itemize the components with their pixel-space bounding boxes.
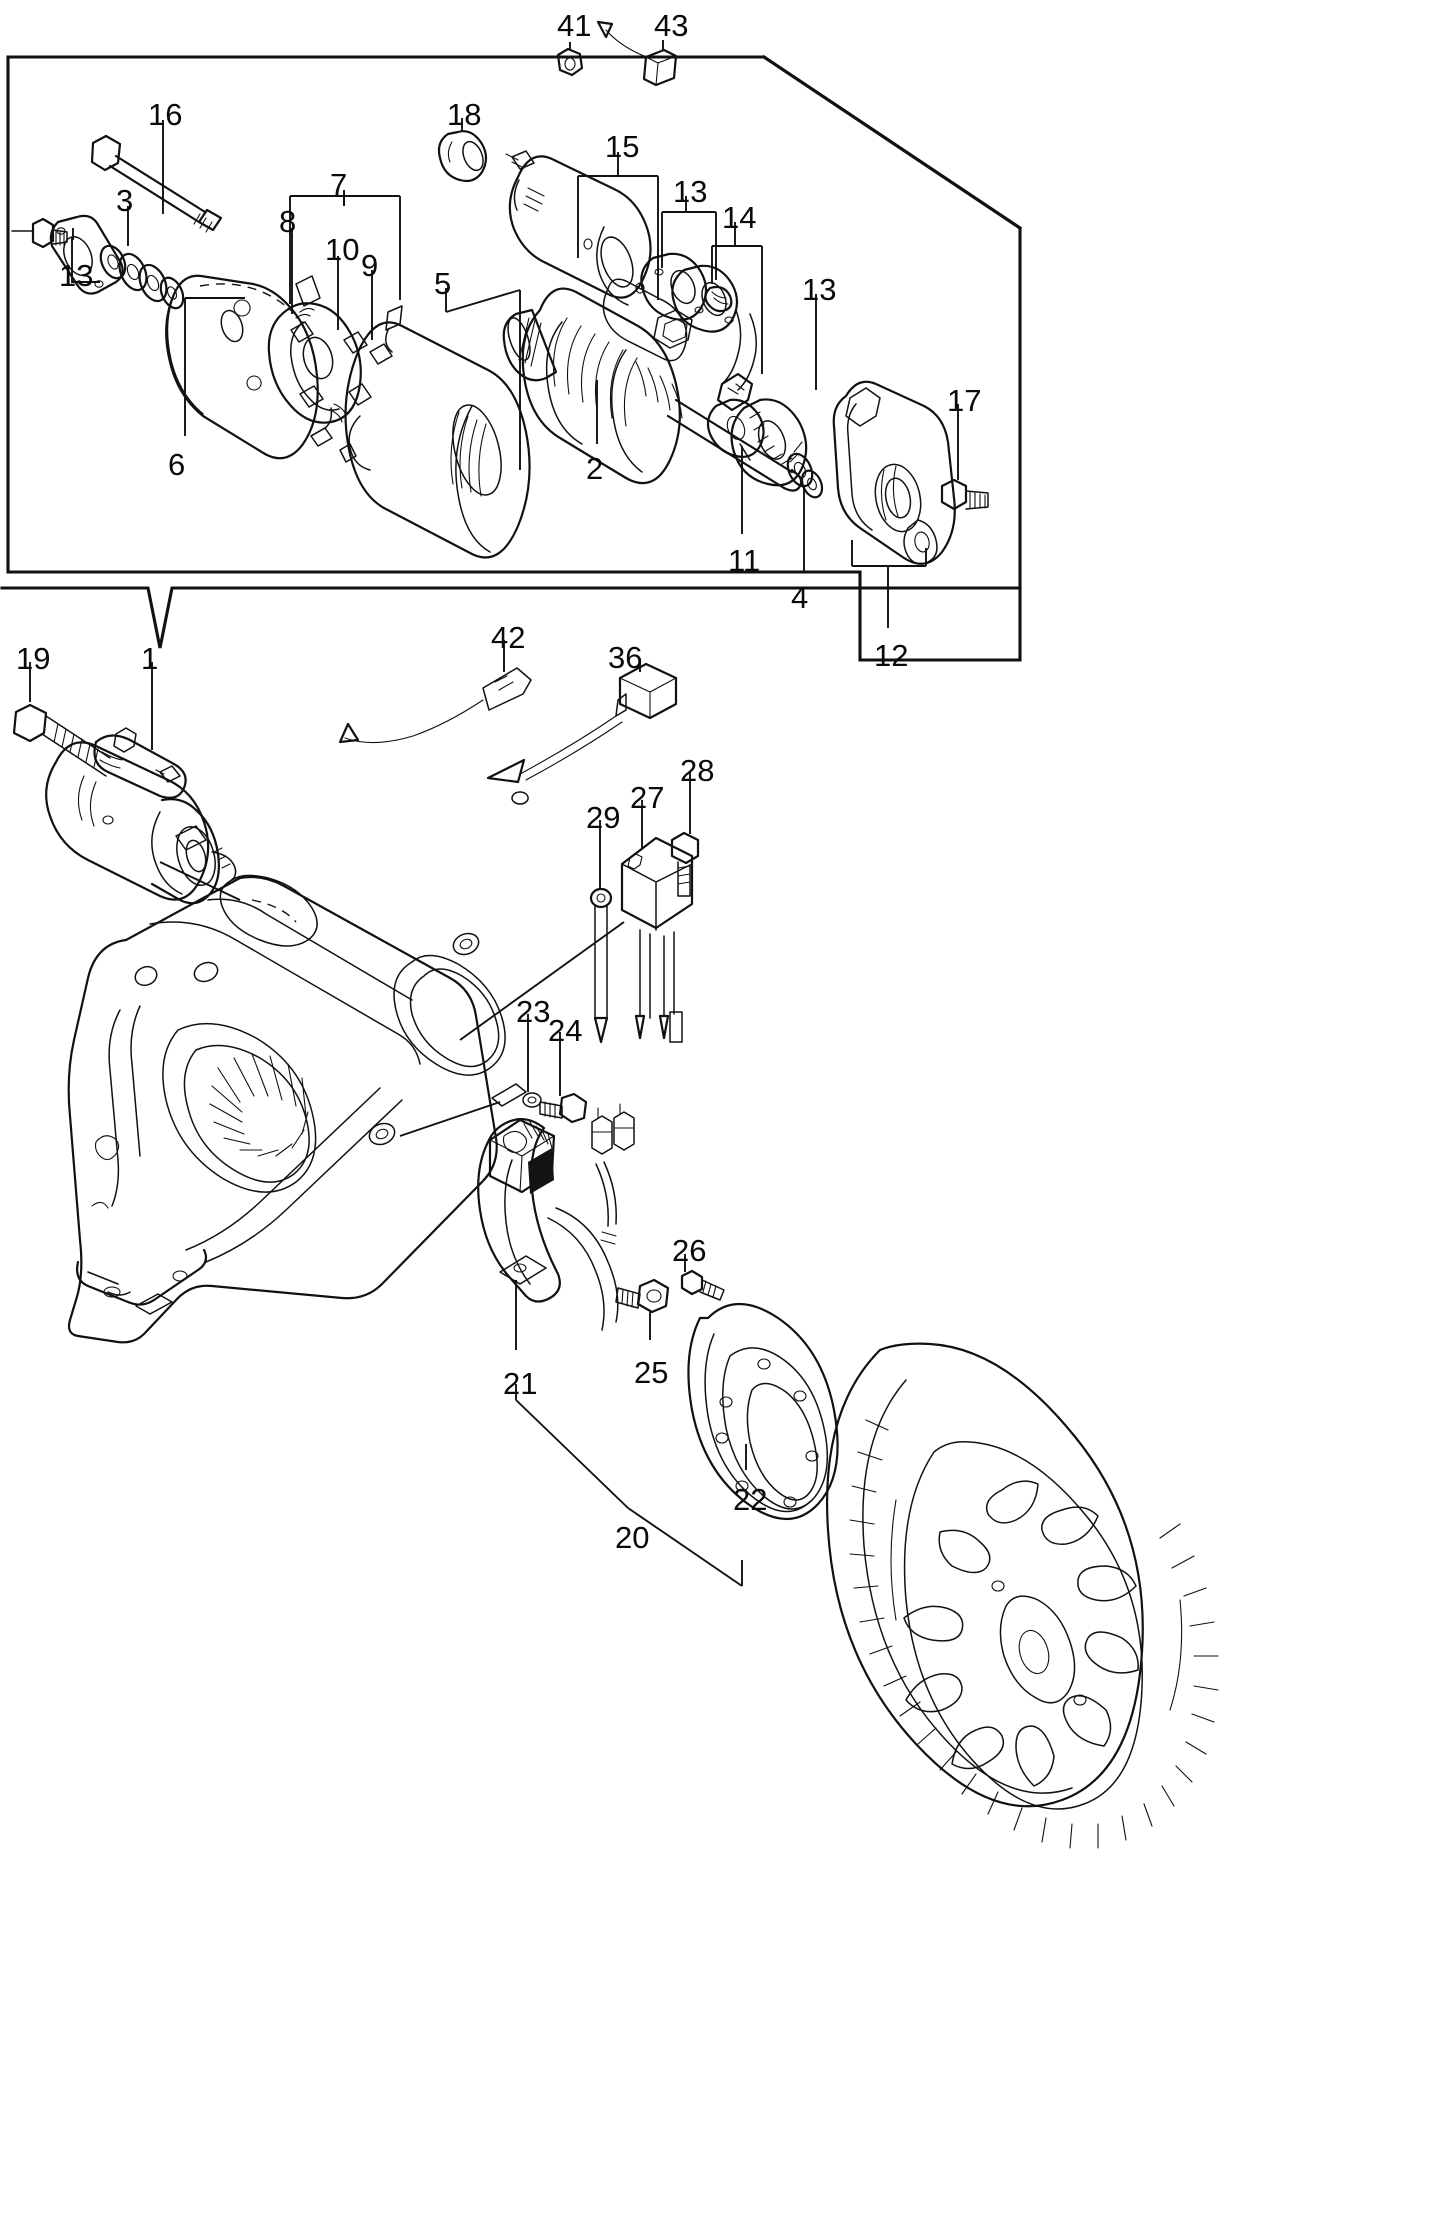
callout-22-flywheel-hub-pulley: 22 — [733, 1482, 768, 1517]
callout-11-overrunning-clutch-pinion: 11 — [728, 543, 761, 578]
callout-24-clamp-bolt: 24 — [548, 1013, 583, 1048]
part-14-shift-lever — [704, 285, 757, 412]
flywheel-ring-gear — [825, 1342, 1219, 1849]
callout-41-nut: 41 — [557, 8, 592, 43]
callout-15-magnetic-switch: 15 — [605, 129, 640, 164]
callout-12-drive-end-housing: 12 — [874, 638, 909, 673]
callout-1-starter-assembly: 1 — [141, 641, 159, 676]
callout-4-snap-ring-stopper: 4 — [791, 580, 809, 615]
engine-bellhousing — [67, 874, 506, 1344]
part-25-coil-bolt — [615, 1278, 670, 1314]
callout-2-armature: 2 — [586, 451, 604, 486]
part-18-dust-boot — [437, 130, 488, 183]
part-19-mounting-bolt — [12, 703, 111, 777]
callout-43-terminal-cap: 43 — [654, 8, 689, 43]
upper-panel-border-lower-right — [761, 54, 1023, 231]
part-13-packing-pair — [640, 252, 739, 333]
part-16-through-bolt — [90, 134, 223, 233]
part-23-coil-clamp — [491, 1083, 542, 1108]
callout-36-connector-harness: 36 — [608, 640, 643, 675]
part-43-terminal-cap — [596, 20, 678, 87]
callout-7-brush-holder: 7 — [330, 167, 348, 202]
callout-8-brush: 8 — [279, 204, 297, 239]
callout-13-packing: 13 — [802, 272, 837, 307]
part-12-drive-end-housing — [832, 380, 956, 565]
callout-17-housing-bolt: 17 — [947, 383, 982, 418]
callout-19-mounting-bolt: 19 — [16, 641, 51, 676]
part-24-clamp-bolt — [539, 1092, 588, 1124]
callout-3-washer-set: 3 — [116, 183, 134, 218]
callout-20-charge-coil-assembly: 20 — [615, 1520, 650, 1555]
part-28-regulator-bolt — [670, 831, 700, 897]
part-27-regulator-rectifier — [620, 836, 694, 1043]
part-3-washer-stack — [99, 244, 185, 310]
part-21-charge-coil — [477, 1103, 635, 1331]
part-41-nut — [556, 47, 584, 77]
callout-27-regulator-rectifier: 27 — [630, 780, 665, 815]
part-13-left-packing — [49, 214, 124, 295]
callout-13-packing: 13 — [673, 174, 708, 209]
part-22-flywheel-hub — [687, 1302, 839, 1521]
callout-6-rear-bracket: 6 — [168, 447, 186, 482]
lower-leader-lines — [29, 640, 747, 1587]
part-7-brush-holder — [267, 275, 372, 447]
callout-13-packing: 13 — [59, 258, 94, 293]
callout-14-plunger-spring: 14 — [722, 200, 757, 235]
upper-panel-border — [6, 55, 1022, 662]
part-29-regulator-screw — [589, 887, 613, 1044]
part-4-snap-ring — [786, 452, 824, 499]
callout-26-flywheel-bolt: 26 — [672, 1233, 707, 1268]
callout-42-lead-wire: 42 — [491, 620, 526, 655]
callout-10-brush-spring: 10 — [325, 232, 360, 267]
callout-5-yoke-field-frame: 5 — [434, 266, 452, 301]
part-11-overrunning-clutch — [706, 398, 808, 487]
part-26-flywheel-bolt — [680, 1269, 725, 1301]
callout-9-brush-screw: 9 — [361, 248, 379, 283]
part-42-lead-wire — [338, 667, 532, 744]
part-17-housing-bolt — [940, 478, 989, 511]
callout-29-regulator-screw: 29 — [586, 800, 621, 835]
upper-leader-lines — [71, 40, 959, 628]
callout-16-through-bolt: 16 — [148, 97, 183, 132]
callout-28-regulator-bolt: 28 — [680, 753, 715, 788]
part-1-starter-assembly — [45, 727, 237, 905]
part-2-armature — [502, 287, 803, 492]
callout-23-coil-clamp: 23 — [516, 994, 551, 1029]
callout-21-charge-coil: 21 — [503, 1366, 538, 1401]
part-5-yoke-field-frame — [339, 305, 531, 559]
part-6-rear-bracket — [165, 274, 319, 460]
callout-25-coil-bolt: 25 — [634, 1355, 669, 1390]
callout-18-dust-boot: 18 — [447, 97, 482, 132]
part-36-connector-harness — [486, 662, 678, 805]
lower-panel-top-border — [0, 586, 1022, 649]
part-left-edge-bolt — [11, 217, 68, 249]
